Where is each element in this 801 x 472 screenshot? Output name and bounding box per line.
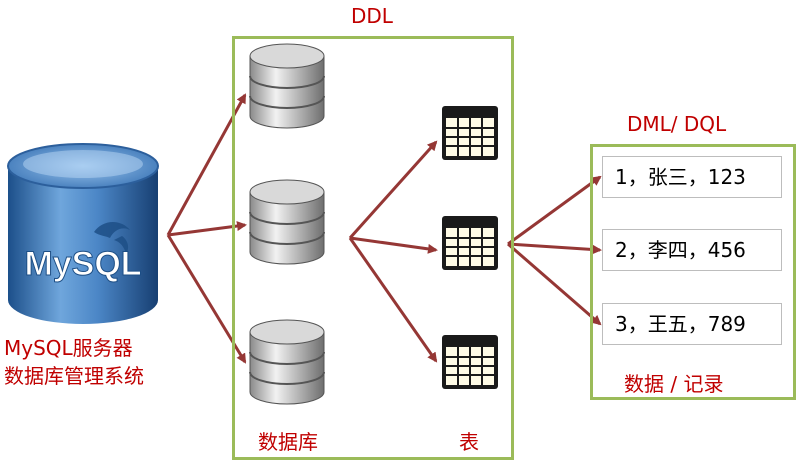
arrow-table-rec3: [507, 242, 602, 326]
data-records-label: 数据 / 记录: [624, 372, 724, 396]
ddl-label: DDL: [351, 4, 393, 28]
ddl-box: [232, 36, 514, 460]
dml-box: [590, 144, 796, 400]
mysql-server-icon: MySQL: [7, 143, 159, 324]
table-icon: [442, 216, 498, 270]
dml-dql-label: DML/ DQL: [627, 112, 727, 136]
server-label-line1: MySQL服务器: [4, 336, 133, 360]
record-2: 2，李四，456: [602, 229, 782, 271]
database-icon: [249, 179, 325, 265]
tables-label: 表: [459, 430, 479, 454]
arrow-db-table3: [348, 237, 438, 363]
arrow-db-table1: [348, 140, 438, 240]
mysql-logo-text: MySQL: [24, 245, 141, 283]
database-icon: [249, 43, 325, 129]
database-icon: [249, 319, 325, 405]
table-icon: [442, 335, 498, 389]
table-icon: [442, 106, 498, 160]
record-3: 3，王五，789: [602, 303, 782, 345]
arrow-table-rec2: [507, 242, 602, 255]
server-label-line2: 数据库管理系统: [4, 364, 144, 388]
record-1: 1，张三，123: [602, 156, 782, 198]
arrow-db-table2: [349, 236, 438, 254]
arrow-table-rec1: [507, 175, 602, 246]
databases-label: 数据库: [258, 430, 318, 454]
